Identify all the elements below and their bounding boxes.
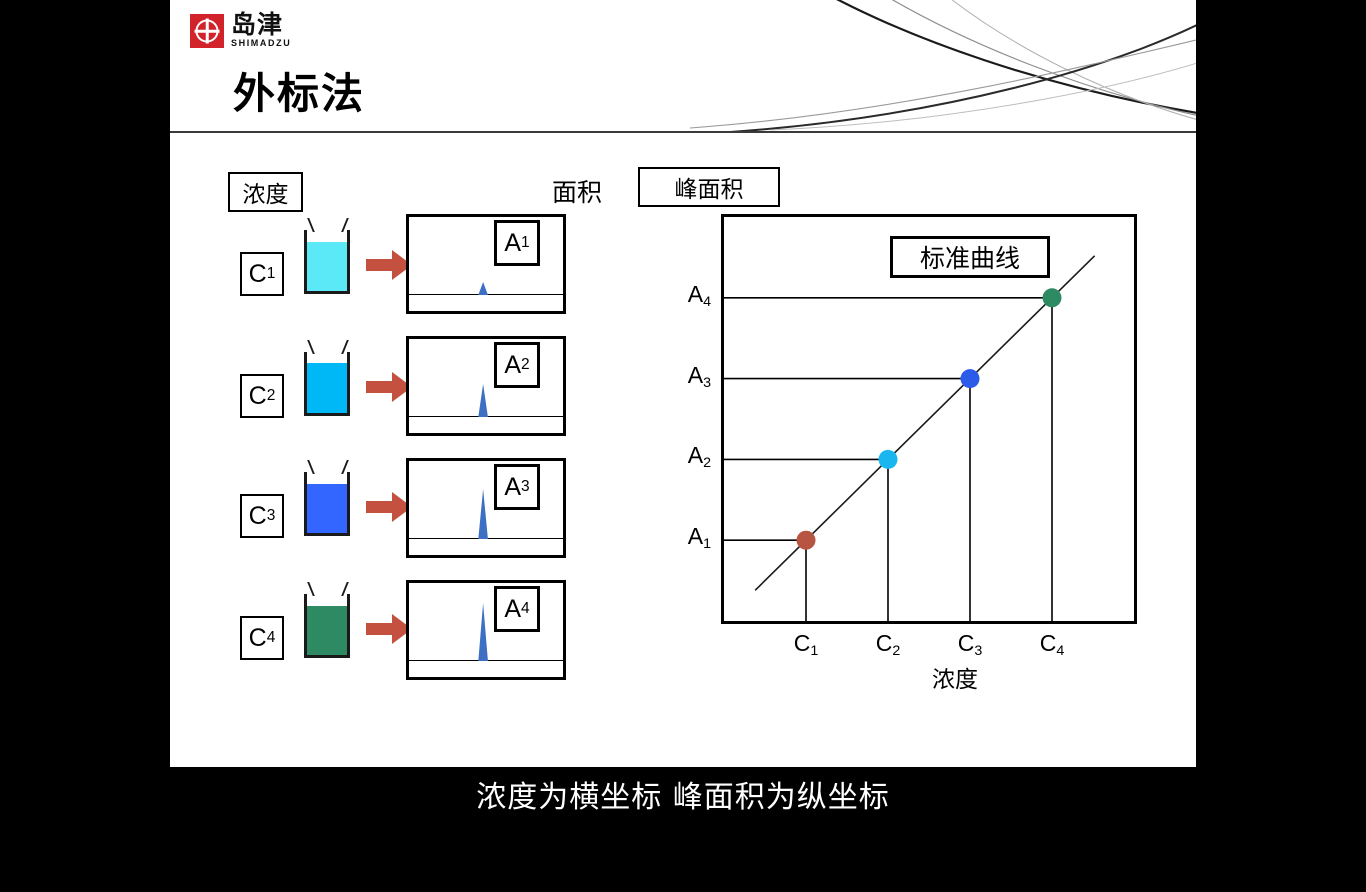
data-point-2 — [878, 449, 898, 469]
video-caption: 浓度为横坐标 峰面积为纵坐标 — [476, 780, 890, 815]
process-arrow-2 — [366, 370, 412, 404]
process-arrow-4 — [366, 612, 412, 646]
process-arrow-1 — [366, 248, 412, 282]
beaker-3 — [295, 460, 361, 538]
y-tick-A3: A3 — [687, 361, 711, 391]
calibration-chart — [724, 255, 1096, 621]
process-arrow-3 — [366, 490, 412, 524]
beaker-1 — [295, 218, 361, 296]
chromatogram-3 — [406, 458, 566, 558]
chromatogram-2 — [406, 336, 566, 436]
x-tick-C4: C4 — [1039, 630, 1065, 659]
data-point-3 — [960, 369, 980, 389]
y-tick-A1: A1 — [687, 523, 711, 553]
concentration-label-box: 浓度 — [228, 172, 303, 212]
logo-text: 岛津 SHIMADZU — [231, 12, 291, 48]
shimadzu-emblem-icon — [190, 14, 224, 48]
logo-chinese-name: 岛津 — [231, 10, 284, 39]
y-tick-A2: A2 — [687, 442, 711, 472]
data-point-1 — [796, 530, 816, 550]
x-tick-C1: C1 — [793, 630, 819, 659]
header-divider — [170, 131, 1196, 133]
shimadzu-logo: 岛津 SHIMADZU — [190, 12, 291, 48]
data-point-4 — [1042, 288, 1062, 308]
y-tick-A4: A4 — [687, 280, 711, 310]
x-tick-C2: C2 — [875, 630, 901, 659]
peak-area-label-box: 峰面积 — [638, 167, 780, 207]
x-axis-title: 浓度 — [932, 667, 978, 693]
page-title: 外标法 — [233, 69, 366, 118]
beaker-4 — [295, 582, 361, 660]
standard-curve-label-box: 标准曲线 — [890, 236, 1050, 278]
area-label: 面积 — [552, 178, 603, 207]
chromatogram-1 — [406, 214, 566, 314]
logo-english-name: SHIMADZU — [231, 38, 292, 48]
x-tick-C3: C3 — [957, 630, 983, 659]
chromatogram-4 — [406, 580, 566, 680]
beaker-2 — [295, 340, 361, 418]
